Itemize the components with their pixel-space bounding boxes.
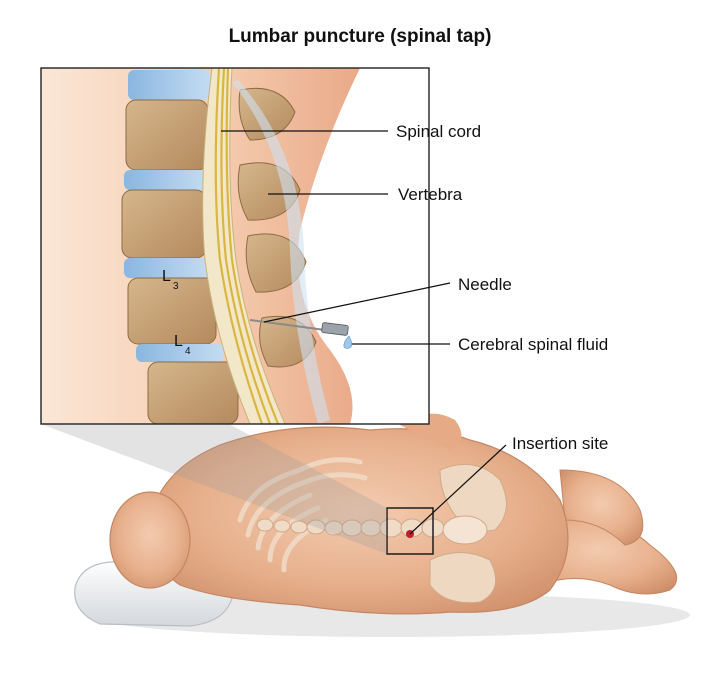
label-vertebra: Vertebra	[398, 185, 463, 204]
csf-droplet	[343, 335, 352, 349]
leader-lines	[221, 130, 507, 535]
diagram-title: Lumbar puncture (spinal tap)	[229, 26, 492, 47]
patient-illustration	[74, 413, 690, 637]
vertebral-bodies	[121, 70, 239, 424]
pelvis	[429, 463, 507, 604]
back-spine	[256, 518, 445, 538]
vertebra-label-l3: L 3	[162, 268, 179, 292]
needle	[249, 319, 349, 336]
svg-text:3: 3	[173, 281, 179, 292]
vertebra-label-l4: L 4	[174, 333, 191, 357]
label-insertion-site: Insertion site	[512, 434, 608, 453]
svg-text:4: 4	[185, 346, 191, 357]
zoom-connector	[41, 424, 387, 554]
label-cerebral-spinal-fluid: Cerebral spinal fluid	[458, 335, 608, 354]
spine-inset: L 3 L 4	[40, 67, 430, 425]
label-spinal-cord: Spinal cord	[396, 122, 481, 141]
insertion-box	[386, 507, 434, 555]
svg-text:L: L	[162, 268, 171, 285]
spinal-cord	[214, 68, 280, 424]
svg-text:L: L	[174, 333, 183, 350]
head	[109, 491, 191, 589]
label-needle: Needle	[458, 275, 512, 294]
spinal-canal	[202, 68, 286, 424]
